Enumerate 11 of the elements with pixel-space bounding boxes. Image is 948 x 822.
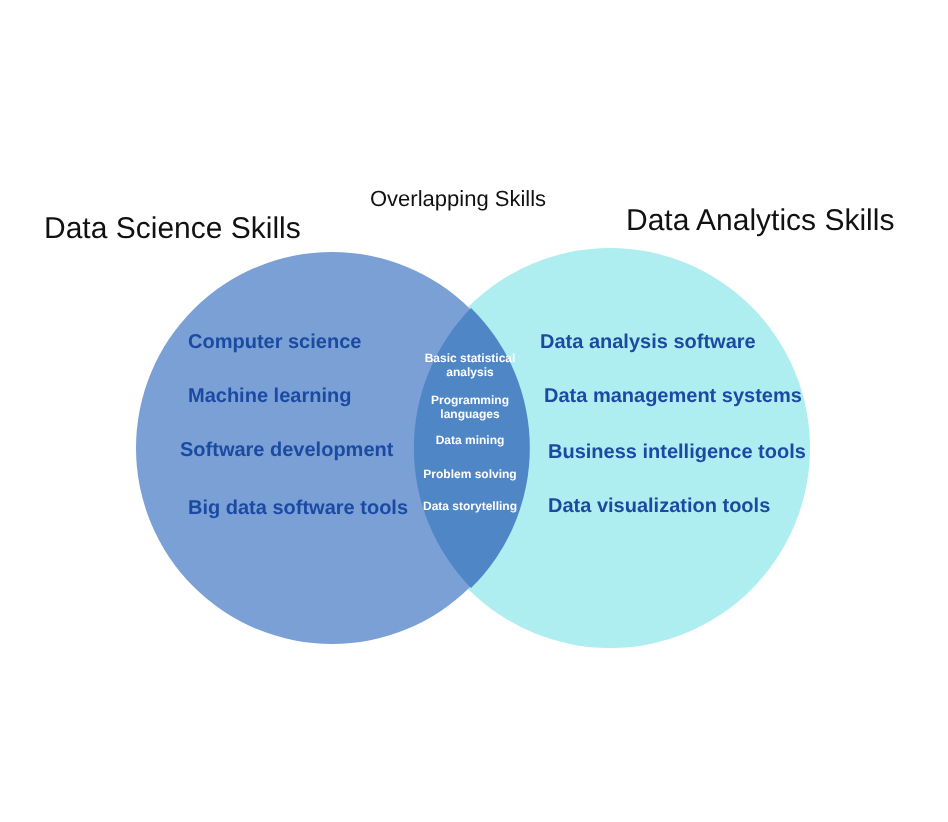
circle-heading: Data Science Skills [44, 212, 301, 246]
circle-heading: Overlapping Skills [370, 188, 547, 212]
skill-label: Business intelligence tools [548, 442, 806, 464]
skill-label: Computer science [188, 332, 362, 354]
circle-heading: Data Analytics Skills [626, 204, 895, 238]
skill-label: Data management systems [544, 386, 802, 408]
skill-label: Software development [180, 440, 394, 462]
skill-label: Machine learning [188, 386, 352, 408]
skill-label: Data visualization tools [548, 496, 771, 518]
skill-label: Big data software tools [188, 498, 409, 520]
skill-label: Data analysis software [540, 332, 756, 354]
